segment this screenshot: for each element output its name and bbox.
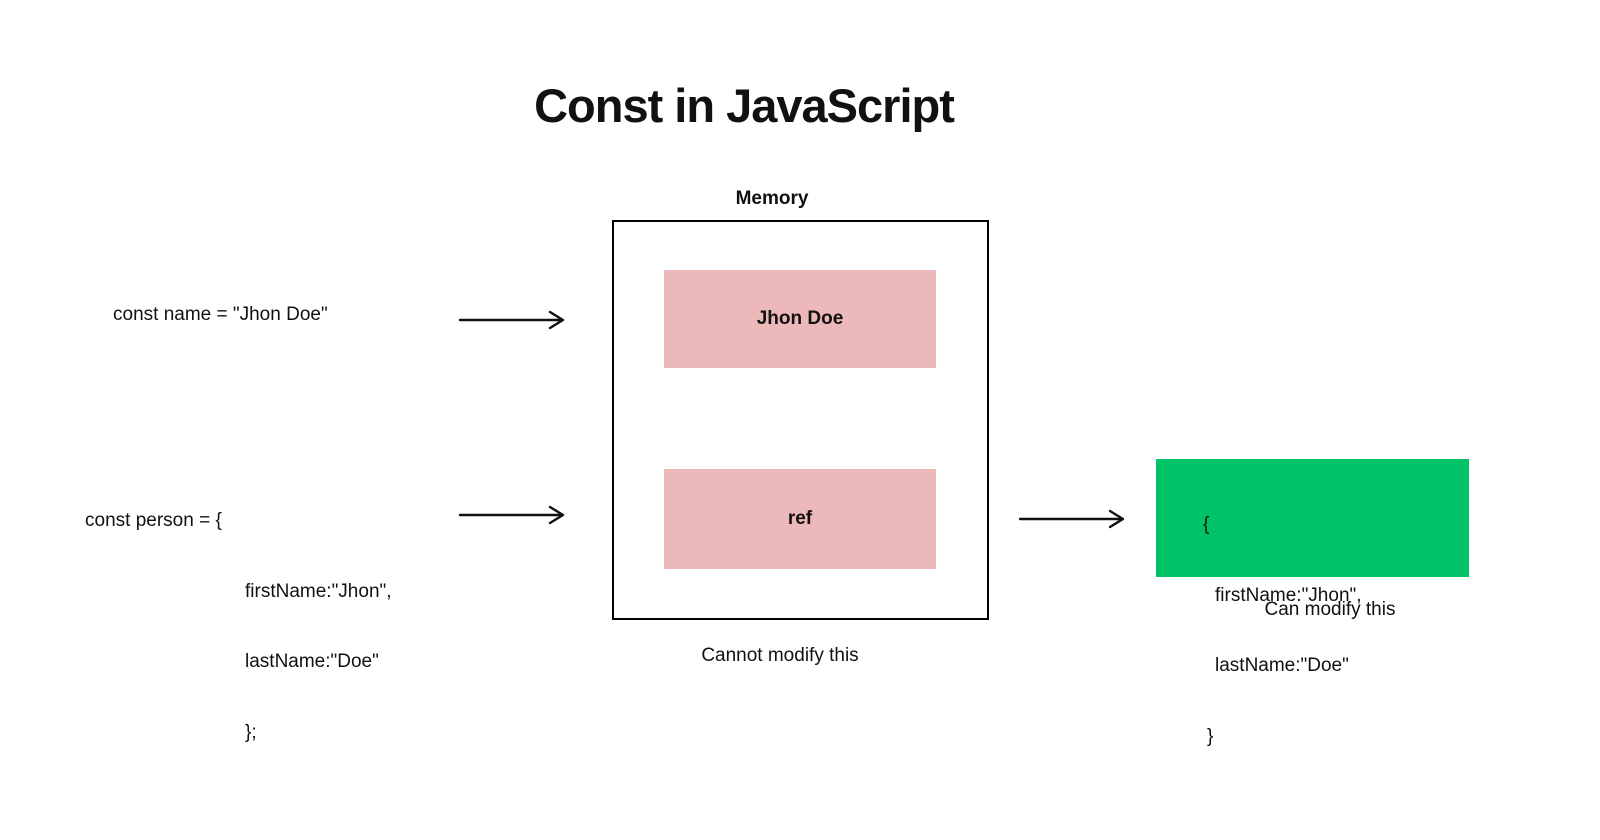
object-line: } — [1207, 725, 1214, 747]
page-title: Const in JavaScript — [534, 79, 955, 132]
heap-object-box: { firstName:"Jhon", lastName:"Doe" } — [1156, 459, 1469, 747]
code-line: firstName:"Jhon", — [245, 580, 392, 602]
arrow-name-to-memory-icon — [458, 310, 565, 330]
code-line: lastName:"Doe" — [245, 651, 379, 672]
memory-cell-ref-value: ref — [664, 469, 936, 569]
memory-caption: Cannot modify this — [701, 645, 859, 666]
code-const-person: const person = { firstName:"Jhon", lastN… — [85, 462, 392, 791]
object-caption: Can modify this — [1264, 599, 1396, 620]
object-line: firstName:"Jhon", — [1215, 584, 1362, 606]
object-line: lastName:"Doe" — [1215, 655, 1349, 676]
memory-label: Memory — [735, 188, 809, 209]
code-line: const person = { — [85, 510, 222, 531]
object-line: { — [1203, 514, 1210, 535]
memory-cell-name-value: Jhon Doe — [664, 270, 936, 368]
arrow-person-to-ref-icon — [458, 505, 565, 525]
arrow-ref-to-object-icon — [1018, 509, 1125, 529]
code-const-name: const name = "Jhon Doe" — [113, 304, 328, 325]
code-line: }; — [245, 721, 257, 743]
